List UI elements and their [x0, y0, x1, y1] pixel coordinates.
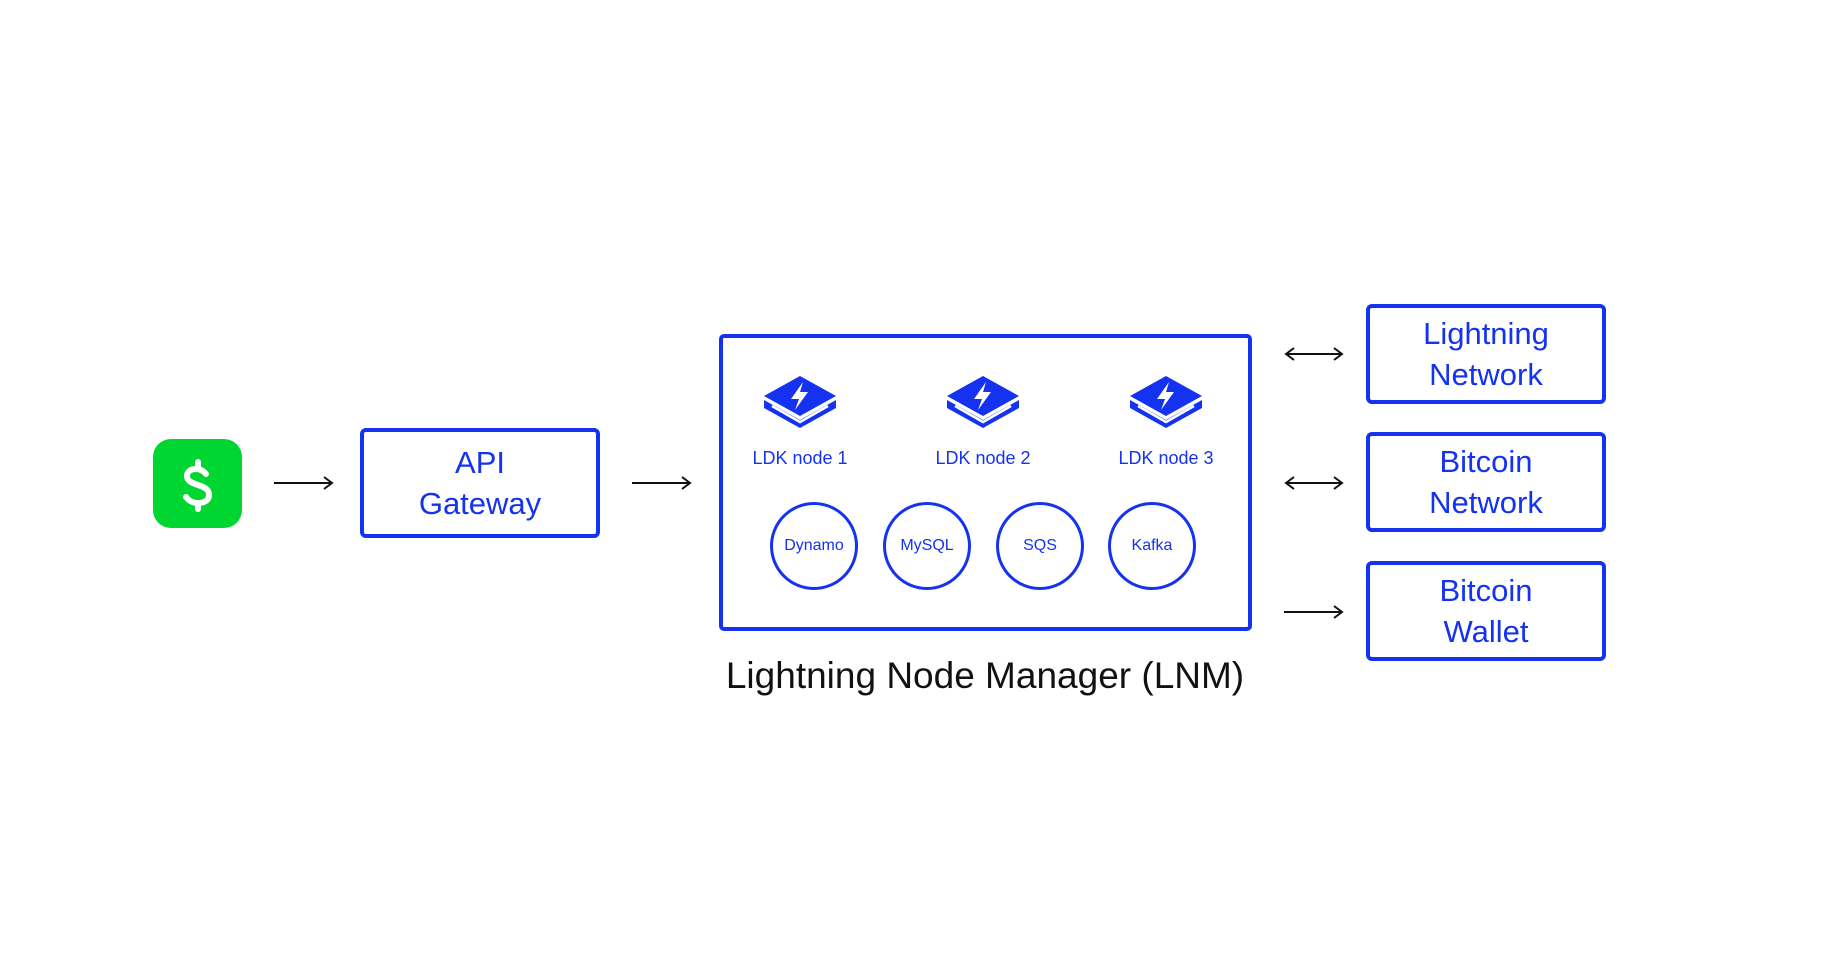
arrow-gateway-to-lnm	[630, 473, 694, 493]
ldk-lightning-icon	[764, 376, 836, 428]
lightning-network-label-line1: Lightning	[1423, 316, 1549, 351]
ldk-node-1-label: LDK node 1	[752, 448, 848, 468]
ldk-node-3-label: LDK node 3	[1118, 448, 1214, 468]
store-sqs: SQS	[996, 502, 1084, 590]
store-mysql: MySQL	[883, 502, 971, 590]
bitcoin-network-label-line2: Network	[1429, 485, 1543, 520]
api-gateway-box: API Gateway	[360, 428, 600, 538]
lightning-network-label-line2: Network	[1429, 357, 1543, 392]
ldk-lightning-icon	[947, 376, 1019, 428]
bitcoin-wallet-label-line2: Wallet	[1443, 614, 1529, 649]
api-gateway-label-line2: Gateway	[418, 486, 542, 521]
ldk-node-1: LDK node 1	[730, 372, 870, 469]
bitcoin-wallet-box: Bitcoin Wallet	[1366, 561, 1606, 661]
ldk-node-2: LDK node 2	[913, 372, 1053, 469]
bitcoin-network-box: Bitcoin Network	[1366, 432, 1606, 532]
bitcoin-wallet-label-line1: Bitcoin	[1439, 573, 1533, 608]
lightning-network-box: Lightning Network	[1366, 304, 1606, 404]
lnm-container	[719, 334, 1252, 631]
bitcoin-network-label-line1: Bitcoin	[1439, 444, 1533, 479]
ldk-node-3: LDK node 3	[1096, 372, 1236, 469]
arrow-lnm-bitcoin-network	[1282, 473, 1346, 493]
store-kafka: Kafka	[1108, 502, 1196, 590]
store-dynamo: Dynamo	[770, 502, 858, 590]
arrow-app-to-gateway	[272, 473, 336, 493]
ldk-lightning-icon	[1130, 376, 1202, 428]
api-gateway-label-line1: API	[455, 445, 505, 480]
lnm-caption: Lightning Node Manager (LNM)	[725, 655, 1245, 696]
ldk-node-2-label: LDK node 2	[935, 448, 1031, 468]
cash-app-logo	[153, 439, 242, 528]
arrow-lnm-bitcoin-wallet	[1282, 602, 1346, 622]
arrow-lnm-lightning-network	[1282, 344, 1346, 364]
dollar-icon	[182, 458, 212, 512]
